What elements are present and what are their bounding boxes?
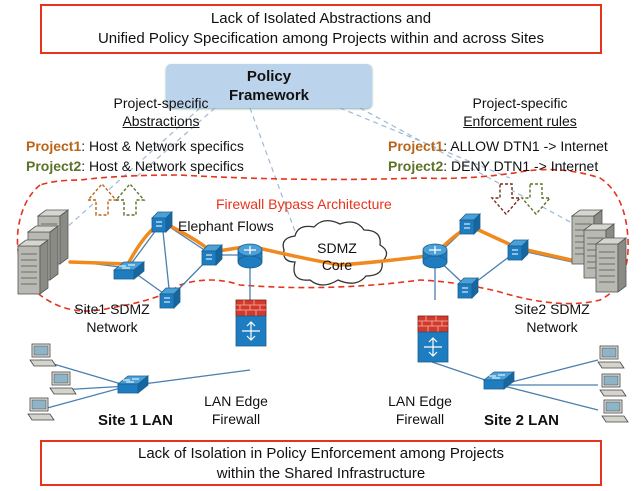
policy-line2: Framework bbox=[228, 87, 310, 104]
right-rule-2: Project2: DENY DTN1 -> Internet bbox=[388, 158, 598, 174]
site2-sdmz-line1: Site2 SDMZ bbox=[514, 301, 590, 317]
right-rule-1-text: : ALLOW DTN1 -> Internet bbox=[443, 138, 608, 154]
left-heading-line2: Abstractions bbox=[122, 113, 200, 129]
lan-firewall-left-label: LAN Edge Firewall bbox=[196, 392, 276, 428]
policy-links bbox=[54, 107, 586, 246]
arrow-up-icon bbox=[86, 182, 146, 216]
left-rule-2-text: : Host & Network specifics bbox=[81, 158, 244, 174]
top-problem-box: Lack of Isolated Abstractions and Unifie… bbox=[40, 4, 602, 54]
site1-sdmz-line2: Network bbox=[86, 319, 138, 335]
sdmz-core-label: SDMZ Core bbox=[312, 240, 362, 274]
site1-lan-label: Site 1 LAN bbox=[98, 412, 174, 429]
sdmz-core-line2: Core bbox=[321, 257, 353, 273]
site2-lan-label: Site 2 LAN bbox=[484, 412, 560, 429]
lan-firewall-right-line1: LAN Edge bbox=[388, 393, 452, 409]
left-rule-1: Project1: Host & Network specifics bbox=[26, 138, 244, 154]
firewall-bypass-boundary bbox=[16, 168, 629, 312]
policy-line1: Policy bbox=[246, 68, 292, 85]
lan-firewall-right-line2: Firewall bbox=[395, 411, 445, 427]
right-rule-2-text: : DENY DTN1 -> Internet bbox=[443, 158, 599, 174]
lan-firewall-right-label: LAN Edge Firewall bbox=[380, 392, 460, 428]
left-rule-1-text: : Host & Network specifics bbox=[81, 138, 244, 154]
right-rule-2-project: Project2 bbox=[388, 158, 444, 174]
cloud-icon bbox=[282, 220, 388, 286]
site2-server-rack-icon bbox=[571, 209, 627, 293]
site2-switch-icons bbox=[457, 213, 529, 299]
left-rule-2-project: Project2 bbox=[26, 158, 82, 174]
right-heading: Project-specific Enforcement rules bbox=[440, 94, 600, 130]
bottom-problem-line1: Lack of Isolation in Policy Enforcement … bbox=[137, 445, 504, 462]
bottom-problem-box: Lack of Isolation in Policy Enforcement … bbox=[40, 440, 602, 486]
site2-sdmz-line2: Network bbox=[526, 319, 578, 335]
lan-firewall-left-line1: LAN Edge bbox=[204, 393, 268, 409]
site1-sdmz-line1: Site1 SDMZ bbox=[74, 301, 150, 317]
left-rule-2: Project2: Host & Network specifics bbox=[26, 158, 244, 174]
site2-sdmz-label: Site2 SDMZ Network bbox=[502, 300, 602, 336]
site1-computer-icons bbox=[27, 343, 77, 421]
firewall-bypass-label: Firewall Bypass Architecture bbox=[216, 196, 392, 212]
right-heading-line2: Enforcement rules bbox=[463, 113, 577, 129]
lan-firewall-left-line2: Firewall bbox=[211, 411, 261, 427]
lan-switch-icons bbox=[117, 371, 515, 394]
firewall-icon bbox=[235, 299, 449, 363]
left-heading: Project-specific Abstractions bbox=[86, 94, 236, 130]
top-problem-line2: Unified Policy Specification among Proje… bbox=[97, 30, 545, 47]
elephant-flows-label: Elephant Flows bbox=[178, 218, 274, 234]
right-rule-1-project: Project1 bbox=[388, 138, 444, 154]
policy-framework-box: Policy Framework bbox=[166, 64, 372, 108]
top-problem-line1: Lack of Isolated Abstractions and bbox=[210, 10, 432, 27]
sdmz-core-line1: SDMZ bbox=[317, 240, 357, 256]
site2-computer-icons bbox=[597, 345, 629, 423]
arrow-down-icon bbox=[490, 183, 552, 216]
site1-sdmz-label: Site1 SDMZ Network bbox=[62, 300, 162, 336]
bottom-problem-line2: within the Shared Infrastructure bbox=[216, 465, 426, 482]
right-heading-line1: Project-specific bbox=[472, 95, 568, 111]
site1-server-rack-icon bbox=[17, 209, 69, 295]
left-heading-line1: Project-specific bbox=[113, 95, 209, 111]
right-rule-1: Project1: ALLOW DTN1 -> Internet bbox=[388, 138, 608, 154]
left-rule-1-project: Project1 bbox=[26, 138, 82, 154]
